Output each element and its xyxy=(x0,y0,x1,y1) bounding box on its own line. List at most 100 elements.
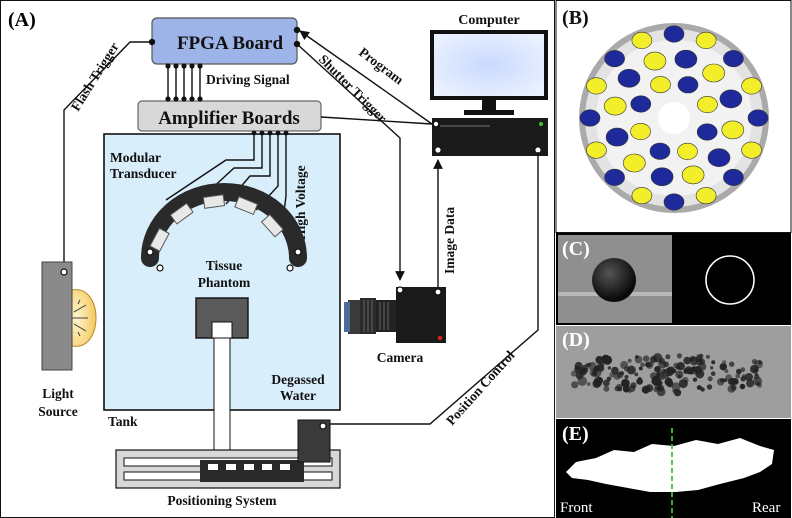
flash-trigger-line xyxy=(63,41,152,272)
high-voltage-lines xyxy=(165,130,289,229)
cloud-bubble xyxy=(729,361,735,367)
transducer-element-cap xyxy=(707,148,731,167)
degassed-label: Degassed xyxy=(271,372,325,387)
transducer-element-cap xyxy=(723,168,744,186)
transducer-element-cap xyxy=(681,165,705,185)
cloud-bubble xyxy=(678,379,688,389)
panel-a: (A) FPGA Board Amplifier Boards Driving … xyxy=(0,0,555,518)
transducer-element-cap xyxy=(631,31,653,49)
cloud-bubble xyxy=(672,389,677,393)
cloud-bubble xyxy=(735,373,741,379)
camera-label: Camera xyxy=(377,350,424,365)
cloud-bubble xyxy=(739,383,746,390)
shutter-trigger-line xyxy=(296,43,405,281)
cloud-bubble xyxy=(740,367,746,373)
transducer-element-cap xyxy=(741,141,762,159)
cloud-bubble xyxy=(696,385,702,390)
modular-transducer-array xyxy=(141,183,307,272)
cloud-bubble xyxy=(659,371,668,380)
cloud-bubble xyxy=(607,366,612,370)
cloud-bubble xyxy=(697,362,707,371)
cloud-bubble xyxy=(640,362,645,368)
cloud-bubble xyxy=(658,360,667,369)
cloud-bubble xyxy=(700,387,705,392)
cloud-bubble xyxy=(609,372,615,378)
cloud-bubble xyxy=(636,378,643,385)
program-line xyxy=(299,30,433,125)
transducer-element-cap xyxy=(650,76,671,94)
computer xyxy=(430,30,548,156)
cloud-bubble xyxy=(596,364,605,372)
panel-d-label: (D) xyxy=(562,329,590,351)
cloud-bubble xyxy=(614,385,620,392)
bubble-contour xyxy=(705,255,755,305)
transducer-element-cap xyxy=(604,168,625,186)
cloud-bubble xyxy=(754,359,763,369)
cloud-bubble xyxy=(716,378,725,386)
cloud-bubble xyxy=(654,366,661,373)
tank-label: Tank xyxy=(108,414,138,429)
cloud-bubble xyxy=(683,369,688,374)
water-label: Water xyxy=(280,388,316,403)
cloud-bubble xyxy=(706,384,713,390)
cloud-bubble xyxy=(692,377,698,382)
cloud-bubble xyxy=(645,384,654,392)
transducer-element-cap xyxy=(631,187,653,205)
transducer-element-cap xyxy=(695,31,717,49)
amplifier-label: Amplifier Boards xyxy=(158,108,300,129)
cloud-bubble xyxy=(711,360,716,365)
bubble-cloud-photo xyxy=(570,353,763,397)
cloud-bubble xyxy=(650,355,658,363)
cloud-bubble xyxy=(666,366,676,375)
transducer-element-cap xyxy=(697,96,718,114)
transducer-element-cap xyxy=(677,142,698,160)
panel-e: (E) Front Rear xyxy=(556,419,791,518)
light-label: Light xyxy=(42,386,74,401)
positioning-system xyxy=(115,419,341,489)
cloud-bubble xyxy=(665,354,671,360)
cloud-bubble xyxy=(638,366,643,371)
transducer-element-cap xyxy=(674,49,698,69)
transducer-label: Transducer xyxy=(110,166,177,181)
transducer-element-cap xyxy=(695,187,717,205)
tissue-label: Tissue xyxy=(206,258,243,273)
computer-case xyxy=(432,118,548,156)
cloud-bubble xyxy=(656,374,660,378)
cloud-bubble xyxy=(690,365,699,375)
tissue-phantom xyxy=(195,297,249,463)
cloud-bubble xyxy=(627,358,632,363)
bubble-cloud-mask xyxy=(566,438,774,492)
cloud-bubble xyxy=(603,385,610,392)
cloud-bubble xyxy=(634,355,643,364)
cloud-bubble xyxy=(736,368,742,375)
panel-b: (B) xyxy=(555,0,792,233)
cloud-bubble xyxy=(630,382,637,389)
cloud-bubble xyxy=(634,372,639,377)
cloud-bubble xyxy=(719,363,727,371)
panel-c: (C) xyxy=(556,233,791,325)
transducer-element-cap xyxy=(630,123,651,141)
transducer-element-cap xyxy=(650,167,674,187)
panel-b-label: (B) xyxy=(562,7,589,29)
light-source xyxy=(41,261,97,371)
transducer-element-cap xyxy=(702,63,726,83)
transducer-element-cap xyxy=(643,51,667,71)
transducer-element-cap xyxy=(741,77,762,95)
fpga-label: FPGA Board xyxy=(177,33,284,54)
cloud-bubble xyxy=(705,354,710,359)
cloud-bubble xyxy=(730,384,737,391)
cloud-bubble xyxy=(689,356,699,366)
cloud-bubble xyxy=(683,356,691,365)
cloud-bubble xyxy=(619,371,623,376)
transducer-element-cap xyxy=(677,76,699,94)
source-label: Source xyxy=(38,404,78,419)
cloud-bubble xyxy=(622,385,631,393)
cloud-bubble xyxy=(592,379,601,388)
cloud-bubble xyxy=(646,361,654,369)
cloud-bubble xyxy=(757,383,762,388)
panel-d: (D) xyxy=(556,326,791,418)
phantom-label: Phantom xyxy=(198,275,251,290)
cloud-bubble xyxy=(656,384,663,391)
transducer-element-cap xyxy=(719,89,743,109)
transducer-element-cap xyxy=(586,77,607,95)
